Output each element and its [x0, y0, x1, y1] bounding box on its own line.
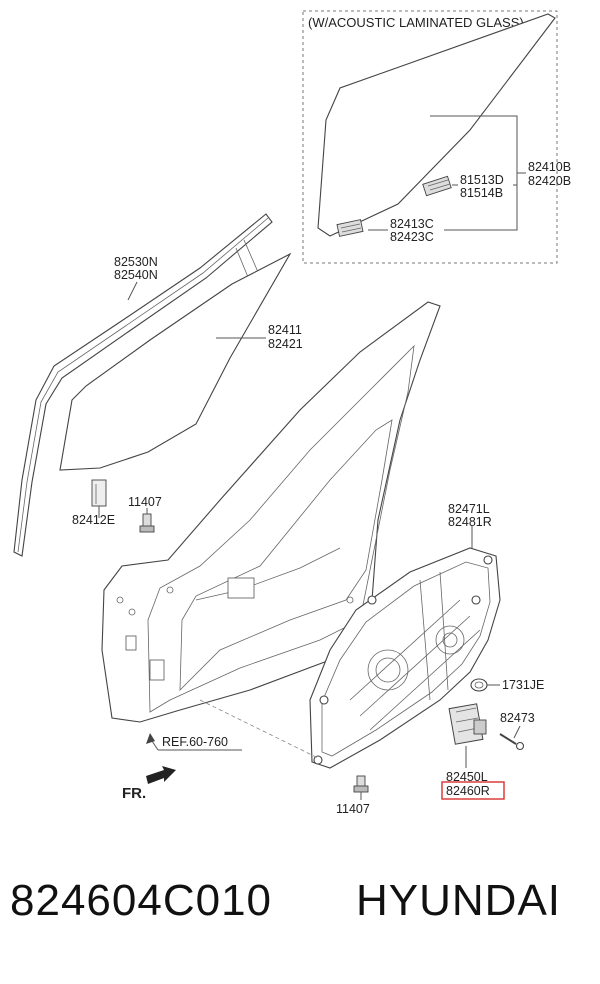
label-82423C: 82423C	[390, 230, 434, 244]
reference-callout: REF.60-760	[146, 699, 319, 759]
door-glass: 82411 82421	[59, 252, 303, 471]
label-81514B: 81514B	[460, 186, 503, 200]
window-motor	[448, 703, 487, 768]
door-parts-diagram: (W/ACOUSTIC LAMINATED GLASS) 82410B 8242…	[13, 10, 571, 816]
weatherstrip-channel: 82530N 82540N	[13, 213, 273, 557]
inset-glass	[317, 13, 556, 237]
part-number: 824604C010	[10, 876, 273, 925]
front-direction-indicator: FR.	[122, 766, 176, 802]
label-82450L: 82450L	[446, 770, 488, 784]
label-82460R: 82460R	[446, 784, 490, 798]
label-82471L: 82471L	[448, 502, 490, 516]
label-82421: 82421	[268, 337, 303, 351]
label-fr: FR.	[122, 785, 146, 802]
label-82410B: 82410B	[528, 160, 571, 174]
inset-clip-lower	[336, 219, 364, 237]
acoustic-glass-inset: (W/ACOUSTIC LAMINATED GLASS) 82410B 8242…	[302, 10, 571, 264]
inset-title: (W/ACOUSTIC LAMINATED GLASS)	[308, 15, 524, 30]
label-82481R: 82481R	[448, 515, 492, 529]
glass-bracket: 82412E	[72, 479, 115, 527]
screw: 82473	[499, 711, 535, 751]
label-81513D: 81513D	[460, 173, 504, 187]
highlight-box	[441, 781, 505, 800]
plug: 1731JE	[470, 678, 544, 692]
label-82411: 82411	[268, 323, 302, 337]
label-ref: REF.60-760	[162, 735, 228, 749]
label-82420B: 82420B	[528, 174, 571, 188]
label-11407-top: 11407	[128, 495, 162, 509]
front-arrow-icon	[146, 766, 176, 784]
inset-dashed-frame	[302, 10, 558, 264]
regulator-module: 82471L 82481R	[309, 502, 501, 769]
bolt-upper: 11407	[128, 495, 162, 533]
brand-name: HYUNDAI	[356, 876, 562, 925]
label-82412E: 82412E	[72, 513, 115, 527]
label-82540N: 82540N	[114, 268, 158, 282]
label-82530N: 82530N	[114, 255, 158, 269]
label-82473: 82473	[500, 711, 535, 725]
label-11407-bottom: 11407	[336, 802, 370, 816]
inset-clip-upper	[422, 175, 452, 197]
label-82413C: 82413C	[390, 217, 434, 231]
footer: 824604C010 HYUNDAI	[0, 876, 600, 946]
label-1731JE: 1731JE	[502, 678, 544, 692]
bolt-lower: 11407	[336, 775, 370, 816]
